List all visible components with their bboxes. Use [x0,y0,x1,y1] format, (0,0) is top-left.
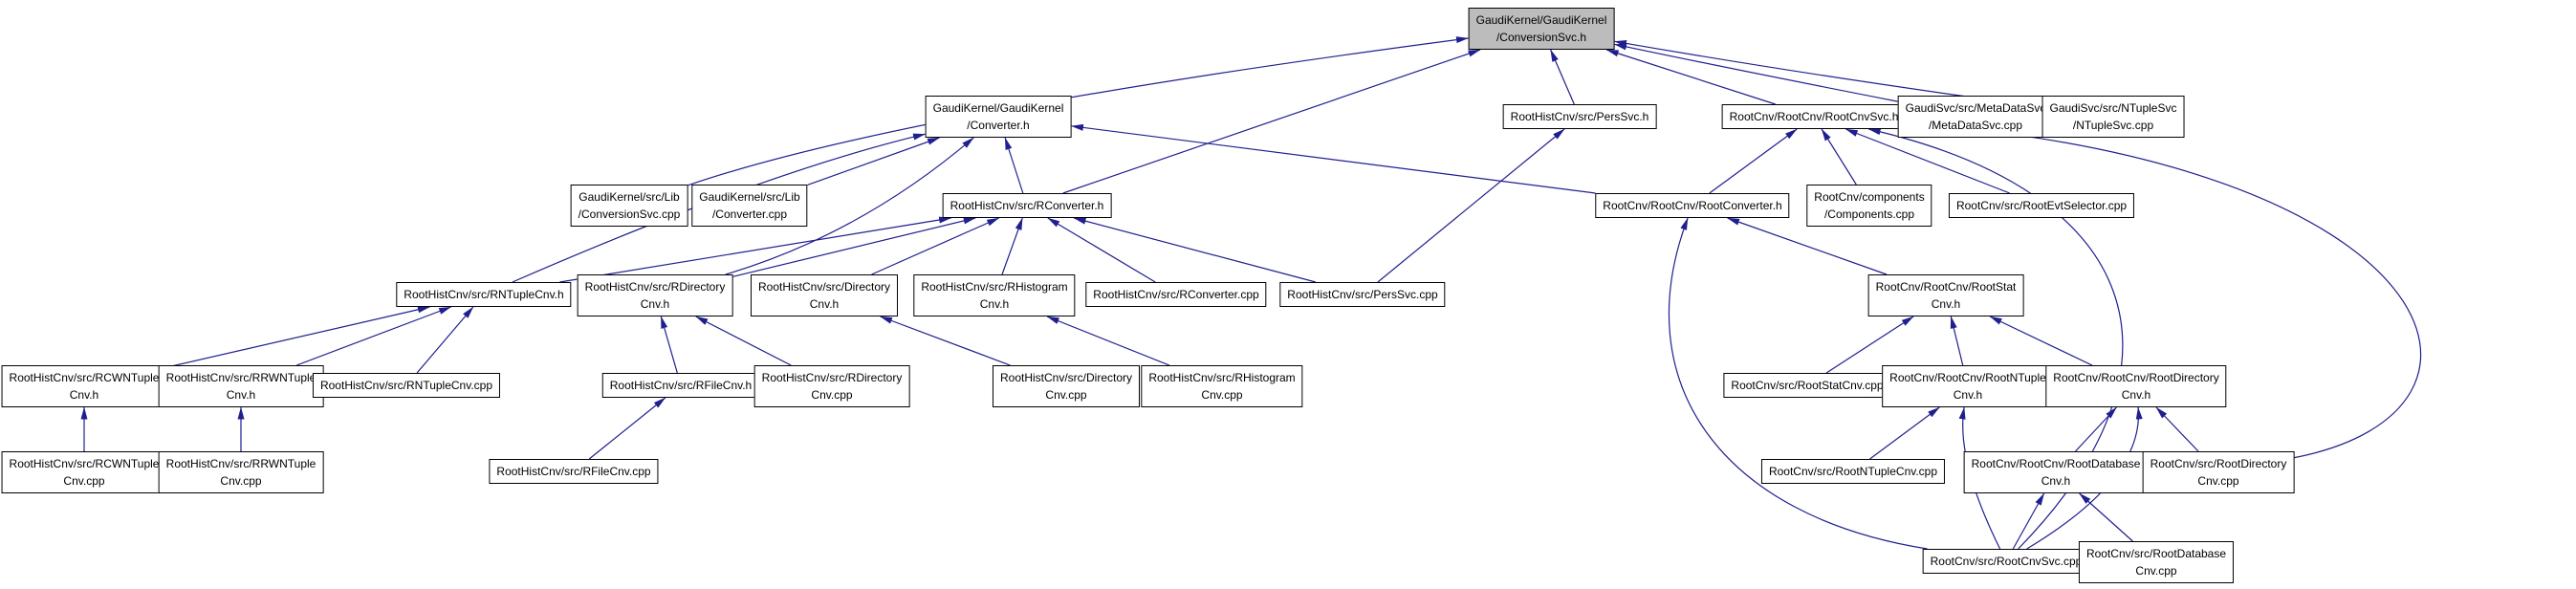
graph-node-rc-rootconverter-h[interactable]: RootCnv/RootCnv/RootConverter.h [1595,193,1790,218]
edge-rc-rootevtselector-cpp--rc-rootcnvsvc-h [1845,128,2010,194]
graph-node-rh-rrwntuplecnv-h[interactable]: RootHistCnv/src/RRWNTuple Cnv.h [158,365,324,407]
edge-rh-perssvc-cpp--rh-perssvc-h [1377,128,1565,283]
graph-node-rh-directorycnv-h[interactable]: RootHistCnv/src/Directory Cnv.h [750,274,899,316]
graph-node-rh-perssvc-cpp[interactable]: RootHistCnv/src/PersSvc.cpp [1279,282,1446,307]
edge-rc-rootconverter-h--gk-converter-h [1071,123,1596,194]
graph-node-rh-rfilecnv-cpp[interactable]: RootHistCnv/src/RFileCnv.cpp [489,459,659,484]
edge-gs-metadatasvc-cpp--gk-conversionsvc-h [1614,43,1898,102]
graph-node-rh-rcwntuplecnv-cpp[interactable]: RootHistCnv/src/RCWNTuple Cnv.cpp [1,451,167,493]
edge-rc-rootconverter-h--rc-rootcnvsvc-h [1709,128,1798,194]
graph-node-rc-components-cpp[interactable]: RootCnv/components /Components.cpp [1806,185,1932,227]
edge-rc-rootstatcnv-cpp--rc-rootstatcnv-h [1825,316,1914,374]
graph-node-rc-rootevtselector-cpp[interactable]: RootCnv/src/RootEvtSelector.cpp [1948,193,2135,218]
graph-node-rh-rdirectorycnv-cpp[interactable]: RootHistCnv/src/RDirectory Cnv.cpp [753,365,910,407]
graph-node-rh-rntuplecnv-cpp[interactable]: RootHistCnv/src/RNTupleCnv.cpp [312,373,501,398]
edge-rh-rdirectorycnv-h--rh-rconverter-h [732,217,976,277]
edge-rh-perssvc-cpp--rh-rconverter-h [1073,217,1317,283]
graph-node-gs-ntuplesvc-cpp[interactable]: GaudiSvc/src/NTupleSvc /NTupleSvc.cpp [2041,96,2185,138]
edge-rh-rfilecnv-cpp--rh-rfilecnv-h [588,397,666,460]
graph-node-gk-conversionsvc-h[interactable]: GaudiKernel/GaudiKernel /ConversionSvc.h [1468,8,1615,50]
edge-rh-rconverter-h--gk-converter-h [1004,137,1024,194]
edge-rh-rrwntuplecnv-h--rh-rntuplecnv-h [295,306,452,366]
edge-gk-conversionsvc-cpp--gk-conversionsvc-h [688,36,1469,186]
graph-node-rh-rconverter-cpp[interactable]: RootHistCnv/src/RConverter.cpp [1085,282,1267,307]
graph-node-rc-rootcnvsvc-h[interactable]: RootCnv/RootCnv/RootCnvSvc.h [1721,104,1907,129]
graph-node-rc-rootdirectorycnv-cpp[interactable]: RootCnv/src/RootDirectory Cnv.cpp [2142,451,2295,493]
edge-rh-rconverter-cpp--rh-rconverter-h [1047,217,1156,283]
graph-node-rh-rcwntuplecnv-h[interactable]: RootHistCnv/src/RCWNTuple Cnv.h [1,365,167,407]
edge-rc-rootcnvsvc-h--gk-conversionsvc-h [1605,49,1776,105]
edge-rh-rconverter-h--gk-conversionsvc-h [1062,49,1481,194]
edge-gk-converter-cpp--gk-converter-h [807,137,940,185]
graph-node-rh-rfilecnv-h[interactable]: RootHistCnv/src/RFileCnv.h [601,373,760,398]
graph-node-rh-rdirectorycnv-h[interactable]: RootHistCnv/src/RDirectory Cnv.h [577,274,733,316]
edge-rc-components-cpp--rc-rootcnvsvc-h [1821,128,1857,185]
graph-node-gk-converter-cpp[interactable]: GaudiKernel/src/Lib /Converter.cpp [691,185,808,227]
edge-rc-rootdatabasecnv-h--rc-rootdirectorycnv-h [2075,406,2117,452]
edge-rh-rcwntuplecnv-h--rh-rntuplecnv-h [166,306,430,368]
graph-node-rc-rootntuplecnv-cpp[interactable]: RootCnv/src/RootNTupleCnv.cpp [1760,459,1946,484]
graph-node-gk-converter-h[interactable]: GaudiKernel/GaudiKernel /Converter.h [925,96,1072,138]
edge-rh-rhistogramcnv-h--rh-rconverter-h [1001,217,1023,275]
edge-rh-rdirectorycnv-h--gk-converter-h [725,137,974,275]
edge-rh-rfilecnv-h--rh-rdirectorycnv-h [660,316,678,374]
graph-node-rc-rootstatcnv-h[interactable]: RootCnv/RootCnv/RootStat Cnv.h [1867,274,2024,316]
edge-rc-rootdatabasecnv-cpp--rc-rootdatabasecnv-h [2079,492,2133,542]
graph-node-rh-rhistogramcnv-h[interactable]: RootHistCnv/src/RHistogram Cnv.h [913,274,1076,316]
edge-rc-rootntuplecnv-h--rc-rootstatcnv-h [1950,316,1964,366]
graph-node-rc-rootstatcnv-cpp[interactable]: RootCnv/src/RootStatCnv.cpp [1723,373,1891,398]
edge-rc-rootdirectorycnv-cpp--rc-rootcnvsvc-h [1906,120,2422,459]
graph-node-rc-rootntuplecnv-h[interactable]: RootCnv/RootCnv/RootNTuple Cnv.h [1882,365,2054,407]
edge-rh-directorycnv-h--rh-rconverter-h [871,217,1000,275]
edge-rc-rootdirectorycnv-h--rc-rootstatcnv-h [1989,316,2093,366]
graph-node-rh-rntuplecnv-h[interactable]: RootHistCnv/src/RNTupleCnv.h [396,282,572,307]
edge-rc-rootcnvsvc-cpp--rc-rootdatabasecnv-h [2012,492,2045,550]
edge-rc-rootdirectorycnv-cpp--rc-rootdirectorycnv-h [2155,406,2199,452]
edge-rc-rootcnvsvc-cpp--rc-rootconverter-h [1668,217,1928,550]
graph-node-rh-perssvc-h[interactable]: RootHistCnv/src/PersSvc.h [1502,104,1657,129]
edge-rh-rhistogramcnv-cpp--rh-rhistogramcnv-h [1046,316,1170,366]
graph-node-rh-directorycnv-cpp[interactable]: RootHistCnv/src/Directory Cnv.cpp [992,365,1141,407]
graph-node-rh-rconverter-h[interactable]: RootHistCnv/src/RConverter.h [942,193,1112,218]
graph-node-gk-conversionsvc-cpp[interactable]: GaudiKernel/src/Lib /ConversionSvc.cpp [570,185,688,227]
graph-node-rc-rootdirectorycnv-h[interactable]: RootCnv/RootCnv/RootDirectory Cnv.h [2045,365,2227,407]
graph-node-rc-rootdatabasecnv-h[interactable]: RootCnv/RootCnv/RootDatabase Cnv.h [1963,451,2149,493]
edge-rh-directorycnv-cpp--rh-directorycnv-h [880,316,1011,366]
edge-rh-rntuplecnv-h--rh-rconverter-h [559,216,952,283]
edge-rh-rdirectorycnv-cpp--rh-rdirectorycnv-h [695,316,792,366]
graph-node-rc-rootdatabasecnv-cpp[interactable]: RootCnv/src/RootDatabase Cnv.cpp [2078,541,2235,583]
edge-rh-perssvc-h--gk-conversionsvc-h [1550,49,1575,105]
edge-rc-rootntuplecnv-cpp--rc-rootntuplecnv-h [1869,406,1940,460]
graph-node-rc-rootcnvsvc-cpp[interactable]: RootCnv/src/RootCnvSvc.cpp [1922,549,2090,574]
graph-node-rh-rrwntuplecnv-cpp[interactable]: RootHistCnv/src/RRWNTuple Cnv.cpp [158,451,324,493]
graph-node-gs-metadatasvc-cpp[interactable]: GaudiSvc/src/MetaDataSvc /MetaDataSvc.cp… [1897,96,2054,138]
edge-rh-rntuplecnv-cpp--rh-rntuplecnv-h [416,306,474,374]
edge-rc-rootstatcnv-h--rc-rootconverter-h [1727,217,1888,275]
graph-node-rh-rhistogramcnv-cpp[interactable]: RootHistCnv/src/RHistogram Cnv.cpp [1141,365,1303,407]
